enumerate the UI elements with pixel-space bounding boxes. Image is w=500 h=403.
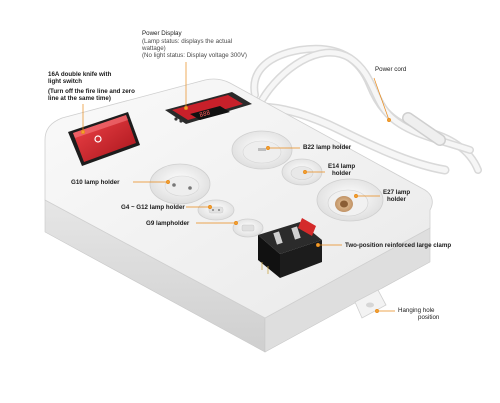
clamp-label: Two-position reinforced large clamp (345, 242, 452, 249)
e14-label-1: E14 lamp (328, 163, 356, 170)
e27-label-1: E27 lamp (383, 189, 411, 196)
power-display-title: Power Display (142, 30, 182, 37)
g9-socket (232, 218, 264, 238)
svg-text:888: 888 (199, 109, 212, 119)
b22-socket (231, 130, 293, 170)
e14-label-2: holder (332, 170, 351, 177)
g9-label: G9 lampholder (146, 220, 190, 227)
g10-label: G10 lamp holder (71, 179, 120, 186)
power-display-note-3: (No light status: Display voltage 300V) (142, 52, 247, 59)
hanging-hole-label-1: Hanging hole (398, 307, 435, 314)
hanging-hole (354, 289, 387, 319)
g4-g12-label: G4 ~ G12 lamp holder (121, 204, 185, 211)
rocker-switch (68, 112, 140, 166)
power-display-module: 888 (165, 92, 252, 124)
switch-title-2: light switch (48, 78, 83, 85)
leader-lines (81, 62, 395, 313)
b22-label: B22 lamp holder (303, 144, 352, 151)
g10-socket (149, 163, 211, 205)
switch-title-1: 16A double knife with (48, 71, 112, 78)
e27-socket (316, 178, 384, 222)
strip-body (44, 78, 433, 353)
power-cord-label: Power cord (375, 66, 407, 73)
hanging-hole-label-2: position (418, 314, 440, 321)
g4-g12-socket (197, 199, 235, 221)
power-display-note-2: wattage) (142, 45, 166, 52)
switch-note-2: line at the same time) (48, 95, 111, 102)
power-display-note-1: (Lamp status: displays the actual (142, 38, 233, 45)
switch-note-1: (Turn off the fire line and zero (48, 88, 135, 95)
e27-label-2: holder (387, 196, 406, 203)
clamp-terminal (258, 218, 322, 278)
